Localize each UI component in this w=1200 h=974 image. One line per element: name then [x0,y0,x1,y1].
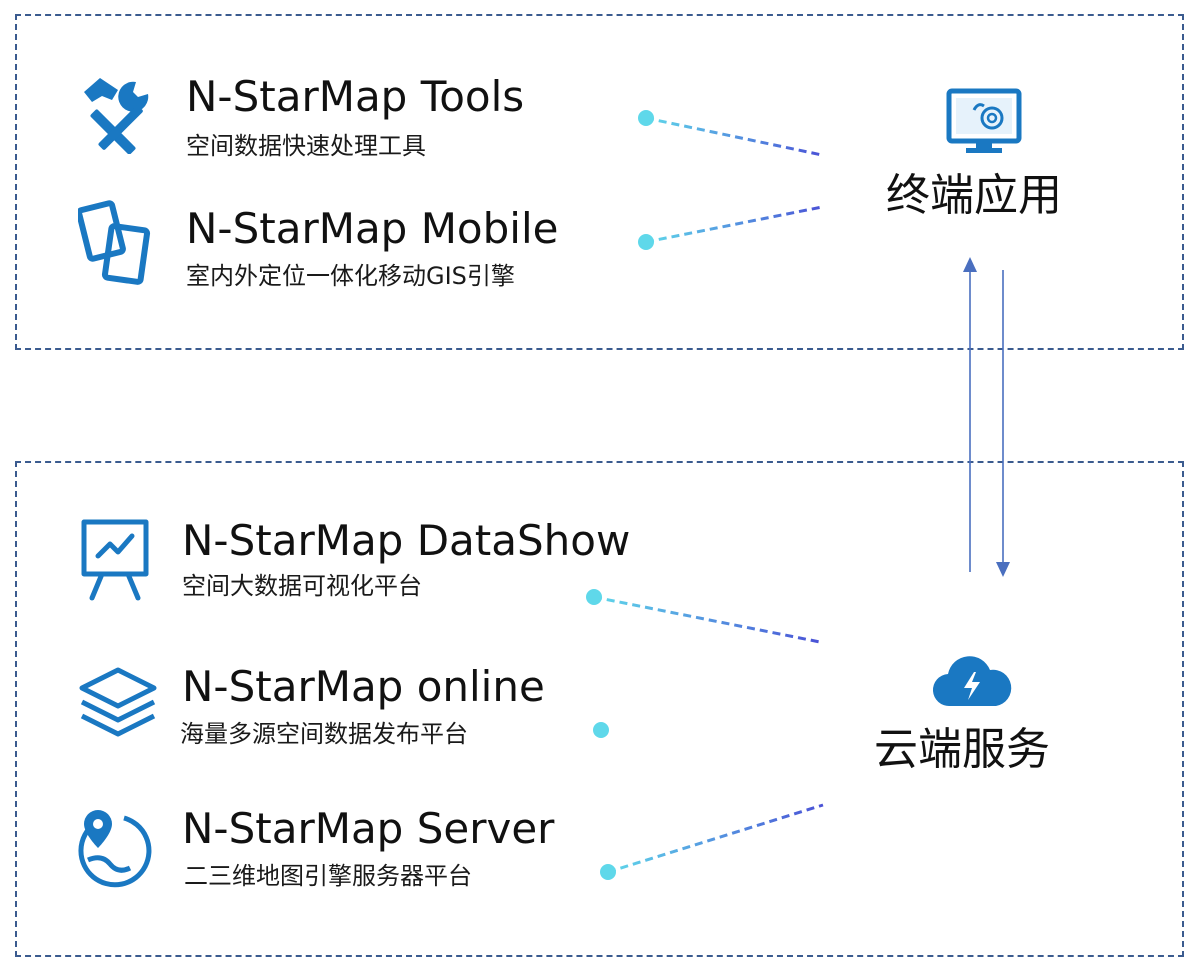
cloud-services-group [15,461,1184,957]
connector-tools [638,110,823,157]
product-subtitle: 室内外定位一体化移动GIS引擎 [186,262,515,290]
hammer-wrench-icon [84,78,149,154]
globe-pin-icon [78,810,152,888]
connector-mobile [638,205,823,250]
connector-server [600,803,824,880]
terminal-hub-label: 终端应用 [886,170,1062,221]
layers-icon [79,667,157,737]
cloud-hub-label: 云端服务 [874,724,1050,775]
arrow-up [963,257,977,572]
mobile-pages-icon [78,200,151,285]
connector-online [593,722,797,738]
product-title: N-StarMap Tools [186,72,525,121]
product-subtitle: 空间数据快速处理工具 [186,132,426,160]
product-title: N-StarMap DataShow [182,516,631,565]
product-subtitle: 海量多源空间数据发布平台 [180,720,468,748]
product-subtitle: 二三维地图引擎服务器平台 [184,862,472,890]
presentation-chart-icon [81,519,149,601]
product-title: N-StarMap Server [182,804,555,853]
product-title: N-StarMap online [182,662,545,711]
cloud-lightning-icon [932,656,1012,707]
connector-datashow [586,589,821,644]
product-title: N-StarMap Mobile [186,204,559,253]
arrow-down [996,270,1010,577]
terminal-apps-group [15,14,1184,350]
computer-settings-icon [946,88,1022,153]
product-subtitle: 空间大数据可视化平台 [182,572,422,600]
